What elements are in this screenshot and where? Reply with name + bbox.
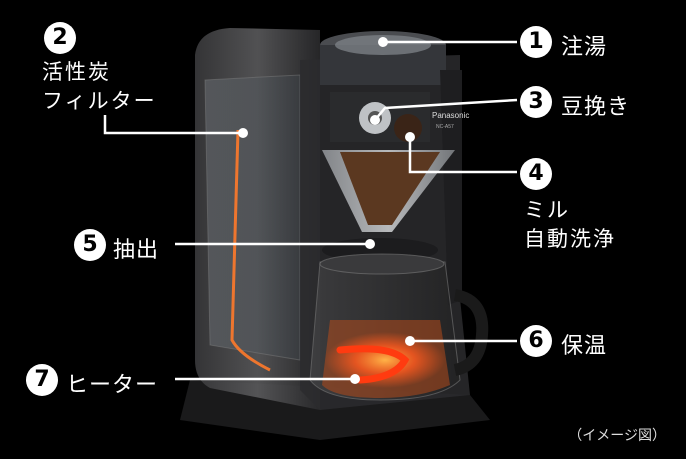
carafe-handle [453, 289, 489, 376]
callout-label-carbon-filter: 活性炭 フィルター [42, 60, 157, 113]
callout-label-keep-warm: 保温 [561, 334, 608, 359]
heater-coil [336, 345, 410, 384]
coffee-beans [394, 114, 422, 142]
callout-label-grind: 豆挽き [561, 95, 631, 120]
water-tank [204, 74, 301, 361]
coffee-grounds [340, 152, 440, 225]
callout-label-pour: 注湯 [561, 35, 608, 60]
line-3 [374, 98, 518, 121]
control-panel [440, 70, 462, 305]
callout-badge-1: 1 [520, 26, 552, 58]
brand-label: Panasonic [432, 111, 469, 120]
image-caption: （イメージ図） [568, 428, 666, 444]
callout-label-heater: ヒーター [66, 373, 159, 398]
callout-badge-4: 4 [520, 158, 552, 190]
callout-badge-5: 5 [74, 229, 106, 261]
callout-dots [238, 37, 415, 384]
tank-heater-line [230, 129, 271, 372]
callout-badge-6: 6 [520, 325, 552, 357]
model-label: NC-A57 [436, 124, 454, 130]
line-4 [408, 137, 517, 174]
callout-lines [103, 40, 518, 381]
callout-badge-3: 3 [520, 86, 552, 118]
callout-badge-2: 2 [44, 22, 76, 54]
callout-badge-7: 7 [26, 364, 58, 396]
hopper-body [320, 45, 446, 85]
callout-label-extract: 抽出 [113, 238, 160, 263]
callout-label-mill-cleaning: ミル 自動洗浄 [524, 198, 616, 251]
line-2 [103, 115, 243, 135]
